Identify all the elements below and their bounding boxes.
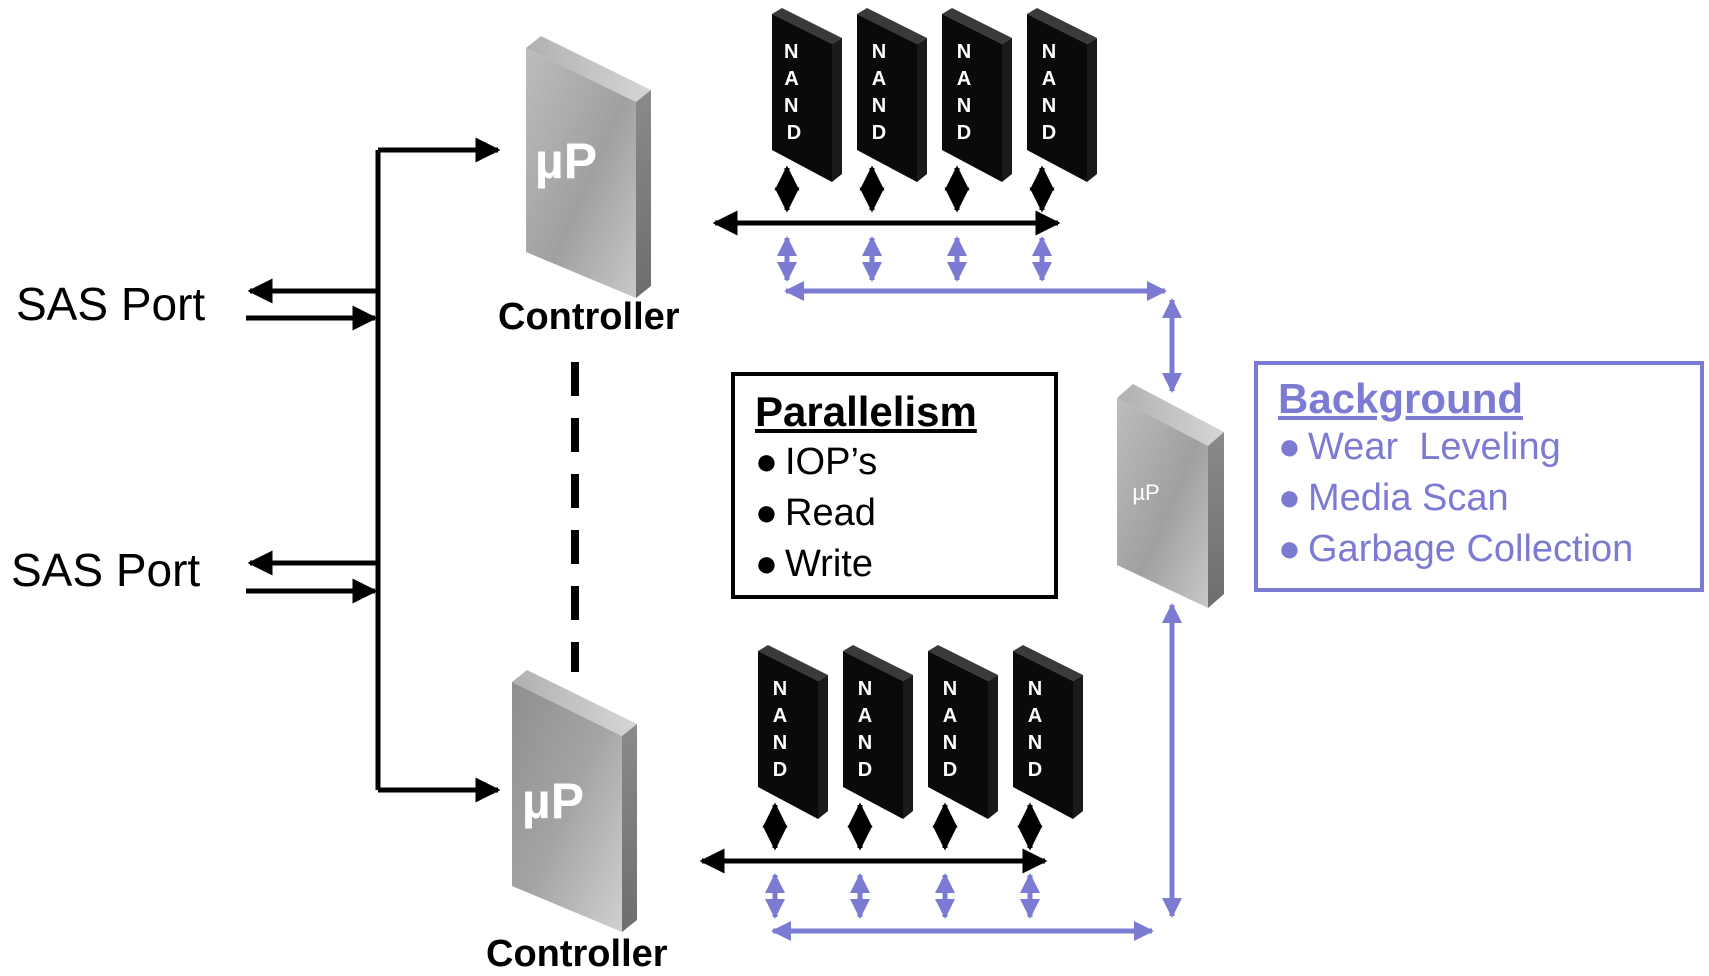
nand-letter-d: D — [787, 122, 801, 144]
background-bus-2 — [765, 873, 1154, 941]
list-item: ●Read — [755, 489, 1054, 540]
controller-2-up-label: µP — [522, 773, 584, 829]
sas-port-2-label: SAS Port — [11, 544, 201, 596]
list-item: ●Write — [755, 540, 1054, 591]
bullet-icon: ● — [1278, 477, 1301, 519]
sas-port-2-arrows — [246, 550, 378, 604]
list-item-label: IOP’s — [785, 441, 878, 483]
bullet-icon: ● — [1278, 426, 1301, 468]
controller-2-chip: µP — [512, 670, 637, 932]
controller-1-up-label: µP — [535, 133, 597, 189]
nand-data-bus-2 — [699, 802, 1048, 874]
bullet-icon: ● — [755, 441, 778, 483]
background-processor-label: µP — [1132, 480, 1159, 505]
background-title: Background — [1278, 375, 1524, 422]
controller-1-label: Controller — [498, 296, 680, 338]
parallelism-box: Parallelism ●IOP’s ●Read ●Write — [731, 372, 1058, 599]
bullet-icon: ● — [1278, 528, 1301, 570]
nand-data-bus-1 — [712, 165, 1061, 236]
bullet-icon: ● — [755, 492, 778, 534]
nand-letter-n2: N — [784, 95, 798, 117]
list-item: ●Media Scan — [1278, 474, 1700, 525]
controller-2-label: Controller — [486, 933, 668, 975]
controller-1-chip: µP — [526, 36, 651, 298]
parallelism-list: ●IOP’s ●Read ●Write — [755, 438, 1054, 591]
background-bus-1 — [777, 236, 1167, 301]
list-item: ●Wear Leveling — [1278, 423, 1700, 474]
background-list: ●Wear Leveling ●Media Scan ●Garbage Coll… — [1278, 423, 1700, 576]
sas-port-1-label: SAS Port — [16, 278, 206, 330]
list-item: ●Garbage Collection — [1278, 525, 1700, 576]
list-item-label: Write — [785, 543, 873, 585]
nand-letter-a: A — [784, 68, 798, 90]
sas-port-1-arrows — [246, 278, 378, 331]
background-tasks-box: Background ●Wear Leveling ●Media Scan ●G… — [1254, 361, 1704, 592]
list-item-label: Read — [785, 492, 876, 534]
bullet-icon: ● — [755, 543, 778, 585]
list-item-label: Wear Leveling — [1308, 426, 1561, 468]
list-item: ●IOP’s — [755, 438, 1054, 489]
list-item-label: Garbage Collection — [1308, 528, 1634, 570]
background-processor-chip: µP — [1117, 384, 1224, 608]
svg-text:N A N: N A N D — [784, 41, 804, 144]
host-bus — [375, 137, 501, 803]
nand-chip: N A N D — [772, 8, 842, 182]
parallelism-title: Parallelism — [755, 388, 977, 435]
nand-letter-n: N — [784, 41, 798, 63]
list-item-label: Media Scan — [1308, 477, 1509, 519]
